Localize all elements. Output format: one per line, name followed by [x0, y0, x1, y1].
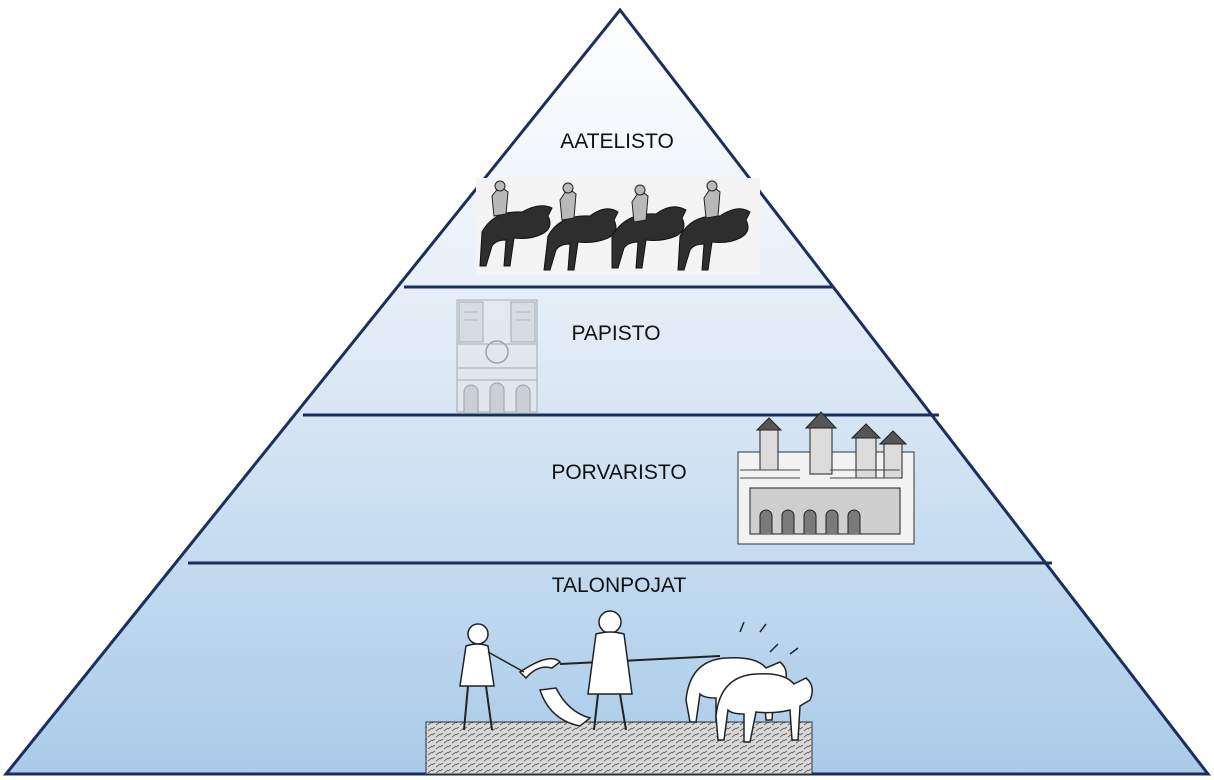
- mounted-knights-icon: [476, 178, 760, 274]
- medieval-town-icon: [737, 411, 915, 545]
- peasants-ploughing-icon: [425, 610, 813, 775]
- tier-label-clergy: PAPISTO: [571, 322, 660, 345]
- cathedral-icon: [456, 299, 538, 413]
- tier-label-nobility: AATELISTO: [560, 130, 674, 153]
- tier-label-peasants: TALONPOJAT: [552, 574, 687, 597]
- tier-label-burghers: PORVARISTO: [551, 461, 686, 484]
